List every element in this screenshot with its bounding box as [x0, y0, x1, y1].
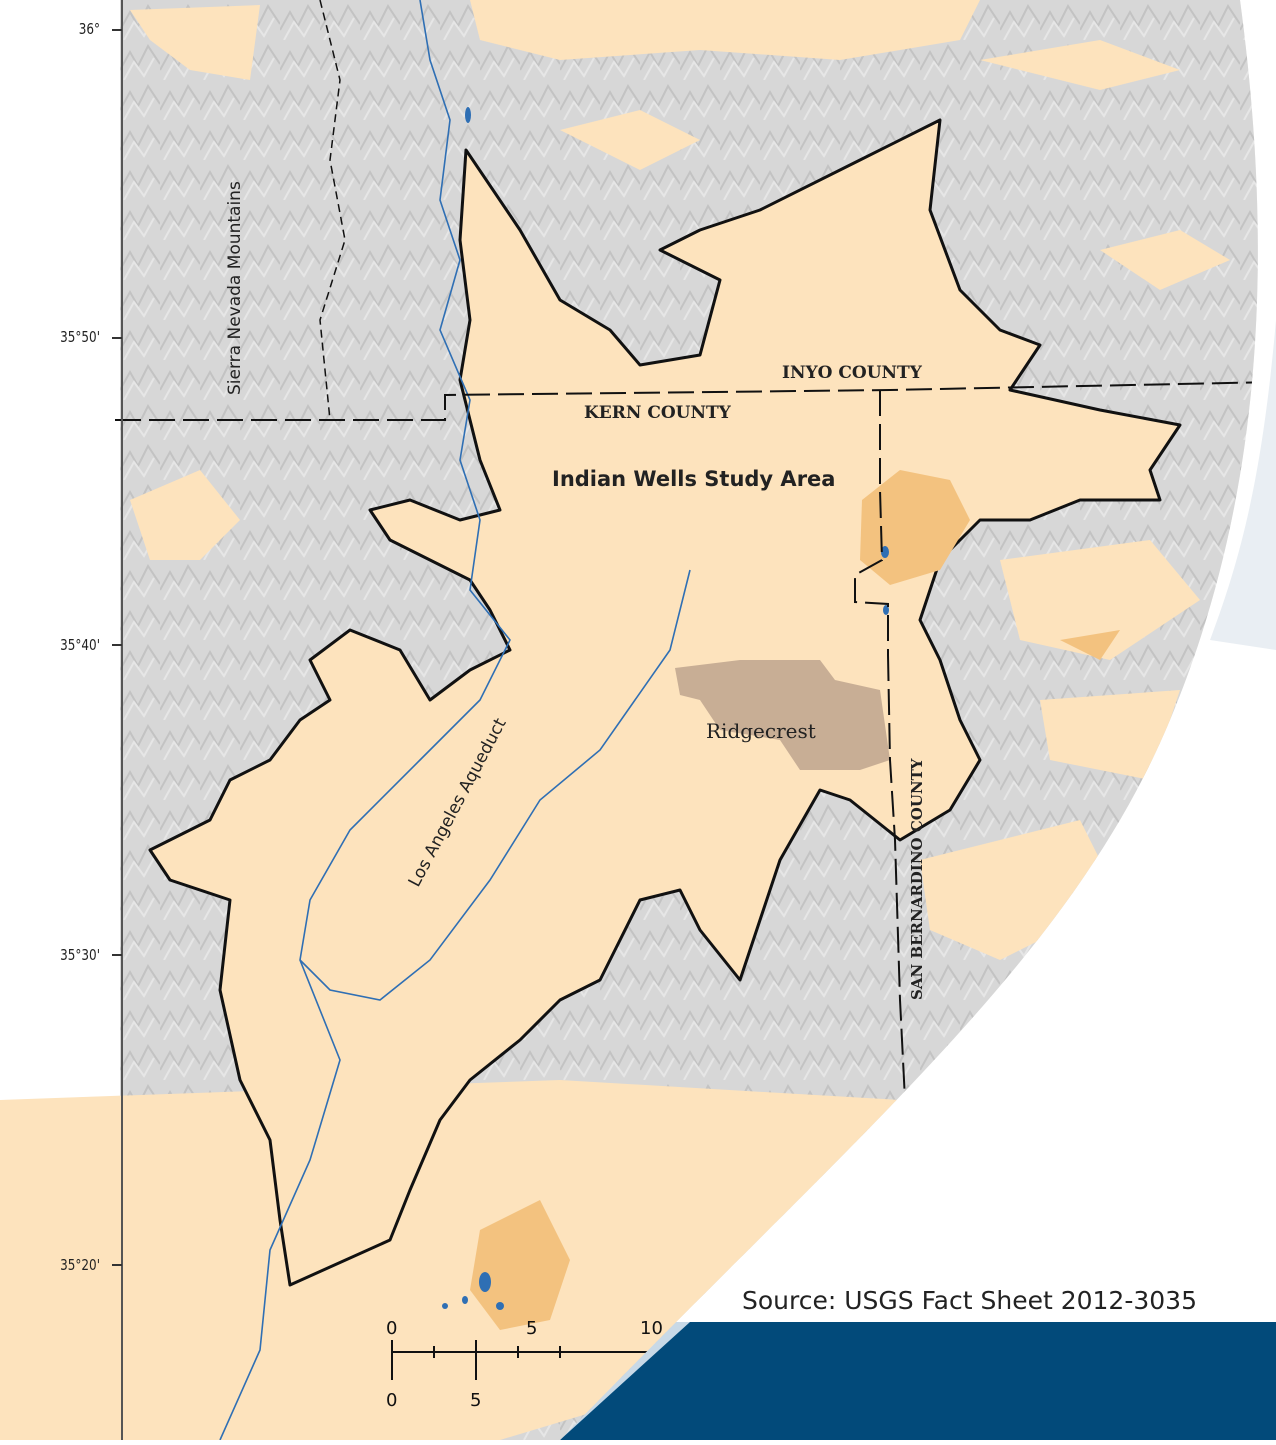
sierra-nevada-label: Sierra Nevada Mountains: [225, 181, 245, 395]
ridgecrest-urban-area: [675, 660, 890, 770]
san-bernardino-county-label: SAN BERNARDINO COUNTY: [908, 758, 926, 1000]
light-swoosh: [1210, 320, 1276, 650]
latitude-label-35-20: 35°20': [60, 1256, 100, 1274]
scale-top-tick-5: 5: [526, 1318, 537, 1339]
inyo-county-label: INYO COUNTY: [782, 363, 923, 383]
scale-bottom-tick-0: 0: [386, 1390, 397, 1411]
scale-top-tick-10: 10: [640, 1318, 663, 1339]
kern-county-label: KERN COUNTY: [584, 403, 732, 423]
latitude-ticks: [112, 29, 122, 1266]
latitude-label-36: 36°: [78, 20, 100, 38]
latitude-label-35-50: 35°50': [60, 328, 100, 346]
scale-top-tick-0: 0: [386, 1318, 397, 1339]
scale-bar: [391, 1340, 680, 1380]
county-lines: [115, 0, 1258, 1101]
study-area-boundary: [148, 118, 1182, 1287]
latitude-label-35-40: 35°40': [60, 636, 100, 654]
navy-band: [560, 1322, 1276, 1440]
water-dots: [442, 107, 889, 1310]
scale-labels: 0 5 10 0 5: [386, 1318, 663, 1411]
study-area-label: Indian Wells Study Area: [552, 467, 835, 491]
water-features: [219, 0, 691, 1440]
ridgecrest-label: Ridgecrest: [706, 719, 816, 743]
latitude-label-35-30: 35°30': [60, 946, 100, 964]
source-caption: Source: USGS Fact Sheet 2012-3035: [742, 1286, 1197, 1315]
scale-bottom-tick-5: 5: [470, 1390, 481, 1411]
